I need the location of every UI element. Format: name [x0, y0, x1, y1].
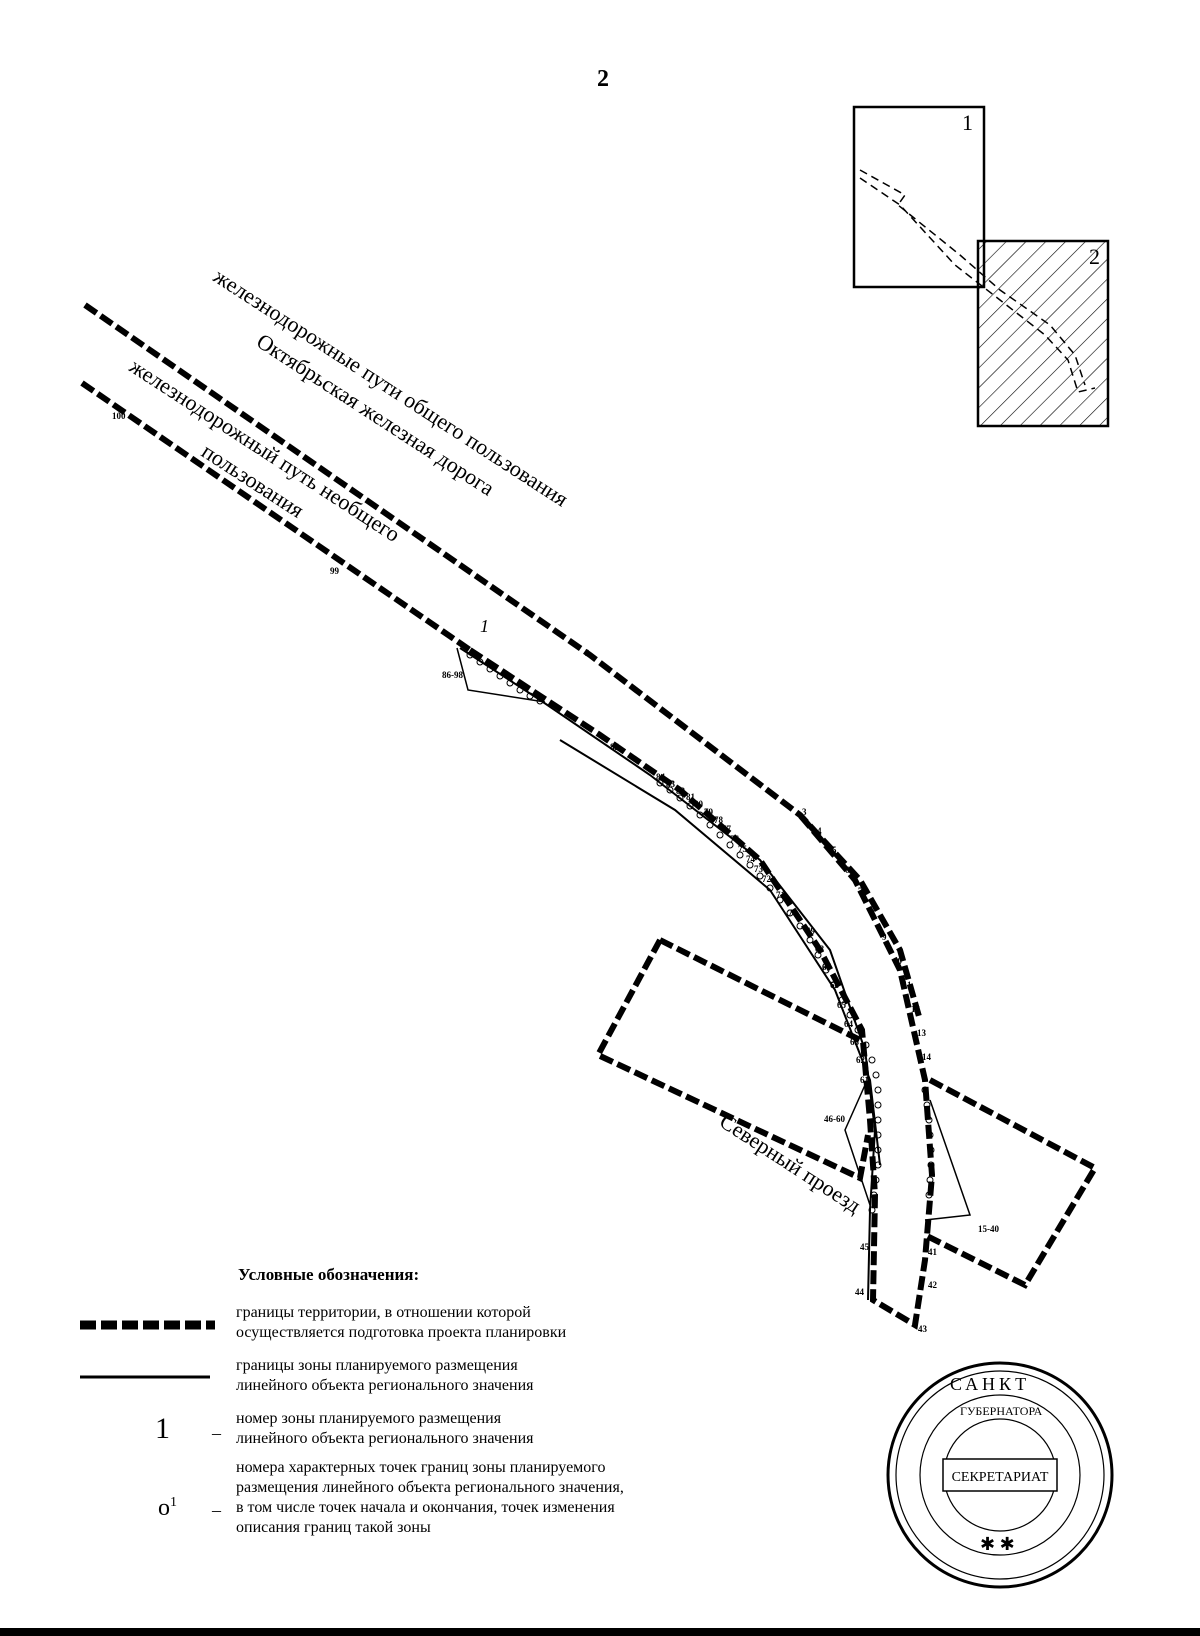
- point-label-9: 9: [882, 932, 887, 942]
- legend-item-4-text: номера характерных точек границ зоны пла…: [236, 1458, 756, 1538]
- point-label-44: 44: [855, 1287, 865, 1297]
- legend-dash-4: –: [212, 1500, 221, 1520]
- point-label-43: 43: [918, 1324, 928, 1334]
- northern-passage-boundary-east: [923, 1077, 1100, 1289]
- point-label-67: 67: [822, 962, 832, 972]
- point-label-2: 2: [585, 648, 590, 658]
- zone-leader-86-98: [456, 647, 546, 703]
- legend-symbol-solid-line: [80, 1375, 210, 1379]
- point-label-70: 70: [788, 908, 798, 918]
- inset-sheet-2-label: 2: [1089, 244, 1100, 269]
- inset-sheet-1-label: 1: [962, 110, 973, 135]
- point-label-4: 4: [817, 826, 822, 836]
- zone-leader-46-60: [844, 1084, 871, 1206]
- point-label-61: 61: [860, 1075, 870, 1085]
- zone-number-label: 1: [480, 616, 489, 636]
- point-label-71: 71: [776, 890, 786, 900]
- point-label-14: 14: [922, 1052, 932, 1062]
- point-label-62: 62: [856, 1055, 866, 1065]
- point-label-11: 11: [903, 980, 912, 990]
- point-label-78: 78: [714, 815, 724, 825]
- point-label-76: 76: [730, 834, 740, 844]
- legend-item-1-line2: осуществляется подготовка проекта планир…: [236, 1324, 567, 1341]
- svg-text:ГУБЕРНАТОРА: ГУБЕРНАТОРА: [960, 1404, 1043, 1418]
- legend-item-3-text: номер зоны планируемого размещения линей…: [236, 1409, 756, 1449]
- legend-item-1-text: границы территории, в отношении которой …: [236, 1303, 756, 1343]
- point-label-10: 10: [893, 956, 903, 966]
- legend-item-3-line1: номер зоны планируемого размещения: [236, 1410, 502, 1427]
- bottom-border: [0, 1628, 1200, 1636]
- point-label-3: 3: [802, 807, 807, 817]
- svg-text:✱ ✱: ✱ ✱: [980, 1534, 1015, 1554]
- legend-item-3-line2: линейного объекта регионального значения: [236, 1430, 534, 1447]
- inset-key-map: 1 2: [852, 105, 1110, 428]
- secretariat-seal: СЕКРЕТАРИАТ САНКТ ГУБЕРНАТОРА ✱ ✱: [886, 1361, 1114, 1589]
- point-label-65: 65: [837, 1000, 847, 1010]
- point-label-84: 84: [656, 772, 666, 782]
- point-label-85: 85: [610, 742, 620, 752]
- point-label-12: 12: [911, 1004, 921, 1014]
- point-label-72: 72: [762, 874, 772, 884]
- point-number-labels: 2 3 4 5 6 7 8 9 10 11 12 13 14 15-40 41 …: [112, 411, 999, 1334]
- zone-leader-15-40: [924, 1099, 972, 1221]
- legend-item-1-line1: границы территории, в отношении которой: [236, 1304, 531, 1321]
- point-label-8: 8: [870, 908, 875, 918]
- territory-boundary: [468, 647, 936, 1330]
- point-label-64: 64: [844, 1019, 854, 1029]
- northern-passage-boundary-west: [593, 938, 871, 1183]
- point-label-42: 42: [928, 1280, 938, 1290]
- point-label-7: 7: [858, 886, 863, 896]
- legend-symbol-point: o1: [158, 1495, 177, 1521]
- point-label-46-60: 46-60: [824, 1114, 845, 1124]
- point-label-41: 41: [928, 1247, 938, 1257]
- legend-item-4-line4: описания границ такой зоны: [236, 1519, 431, 1536]
- point-label-15-40: 15-40: [978, 1224, 999, 1234]
- point-label-75: 75: [738, 844, 748, 854]
- point-label-5: 5: [832, 845, 837, 855]
- legend-item-4-line2: размещения линейного объекта регионально…: [236, 1479, 624, 1496]
- point-label-68: 68: [815, 944, 825, 954]
- point-label-74: 74: [746, 854, 756, 864]
- private-railway-line: [80, 380, 472, 653]
- seal-center-text: СЕКРЕТАРИАТ: [952, 1470, 1049, 1485]
- svg-text:САНКТ: САНКТ: [950, 1374, 1030, 1394]
- point-label-82: 82: [676, 786, 686, 796]
- point-label-45: 45: [860, 1242, 870, 1252]
- point-label-79: 79: [704, 807, 714, 817]
- legend-item-4-line3: в том числе точек начала и окончания, то…: [236, 1499, 615, 1516]
- legend-symbol-zone-number: 1: [155, 1412, 170, 1445]
- point-label-81: 81: [686, 792, 696, 802]
- legend-item-2-line1: границы зоны планируемого размещения: [236, 1357, 518, 1374]
- legend-item-4-line1: номера характерных точек границ зоны пла…: [236, 1459, 606, 1476]
- point-label-83: 83: [666, 779, 676, 789]
- legend-item-2-line2: линейного объекта регионального значения: [236, 1377, 534, 1394]
- point-label-77: 77: [722, 824, 732, 834]
- inset-route: [859, 169, 1086, 386]
- point-label-63: 63: [850, 1037, 860, 1047]
- point-label-99: 99: [330, 566, 340, 576]
- page-number: 2: [597, 66, 609, 92]
- point-label-73: 73: [754, 864, 764, 874]
- legend-dash-3: –: [212, 1423, 221, 1443]
- zone-boundary: [459, 647, 881, 1301]
- legend-item-2-text: границы зоны планируемого размещения лин…: [236, 1356, 756, 1396]
- legend-title: Условные обозначения:: [238, 1265, 420, 1284]
- northern-passage-boundary-west-top: [658, 937, 862, 1043]
- point-label-100: 100: [112, 411, 126, 421]
- point-label-86-98: 86-98: [442, 670, 463, 680]
- inset-route-2: [859, 177, 1096, 393]
- legend-symbol-thick-dashed-line: [80, 1320, 215, 1330]
- point-label-69: 69: [806, 926, 816, 936]
- point-label-6: 6: [845, 865, 850, 875]
- boundary-point-markers: [466, 651, 935, 1214]
- point-label-66: 66: [830, 980, 840, 990]
- point-label-80: 80: [694, 799, 704, 809]
- street-label: Северный проезд: [715, 1108, 865, 1218]
- point-label-13: 13: [917, 1028, 927, 1038]
